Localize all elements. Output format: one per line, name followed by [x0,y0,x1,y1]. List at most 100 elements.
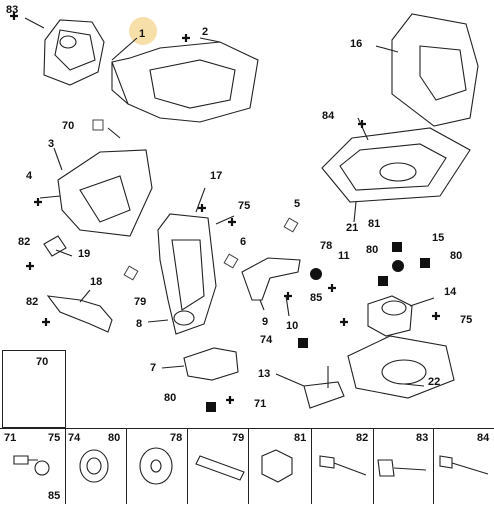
callout-2: 2 [202,26,209,38]
plus-82a [26,262,34,270]
parts-label-79: 79 [232,432,245,444]
parts-row [0,428,494,505]
plus-75b [432,312,440,320]
callout-19: 19 [78,248,91,260]
callout-18: 18 [90,276,103,288]
part-84-tray [321,127,471,203]
parts-cell-5 [248,428,311,504]
plus-17 [198,204,206,212]
callout-70: 70 [62,120,75,132]
callout-5: 5 [294,198,301,210]
plus-82b [42,318,50,326]
parts-label-78: 78 [170,432,183,444]
plus-10 [284,292,292,300]
plus-75 [228,218,236,226]
callout-10: 10 [286,320,299,332]
pin-79-icon [195,455,245,481]
parts-cell-7 [373,428,434,504]
bolt-84-icon [439,455,489,475]
callout-15: 15 [432,232,445,244]
part-3-bracket [57,149,153,237]
inset-box-70 [2,350,66,428]
callout-82b: 82 [26,296,39,308]
nut-81-icon [261,449,293,483]
part-19-clip [43,235,67,257]
plus-11 [328,284,336,292]
parts-cell-3 [126,428,187,504]
part-18-strap [46,295,113,333]
callout-79: 79 [134,296,147,308]
callout-80c: 80 [164,392,177,404]
parts-label-75: 75 [48,432,61,444]
callout-9: 9 [262,316,269,328]
callout-84: 84 [322,110,335,122]
bushing-74-icon [79,449,109,483]
marker-5-open-square [283,217,299,233]
parts-label-83: 83 [416,432,429,444]
callout-85: 85 [310,292,323,304]
part-9-link [241,257,301,301]
marker-15-dot [392,260,404,272]
callout-82a: 82 [18,236,31,248]
marker-80b-square [420,258,430,268]
callout-21: 21 [346,222,359,234]
callout-6: 6 [240,236,247,248]
marker-80a-square [378,276,388,286]
plus-71 [226,396,234,404]
callout-13: 13 [258,368,271,380]
callout-17: 17 [210,170,223,182]
marker-70-open-square [92,119,104,131]
part-16-panel [391,13,479,127]
callout-1: 1 [139,28,146,40]
callout-83: 83 [6,4,19,16]
parts-cell-4 [187,428,248,504]
parts-cell-6 [311,428,374,504]
callout-4: 4 [26,170,33,182]
callout-11: 11 [338,250,350,262]
parts-label-82: 82 [356,432,369,444]
plus-2 [182,34,190,42]
callout-81: 81 [368,218,381,230]
callout-14: 14 [444,286,457,298]
callout-7: 7 [150,362,157,374]
parts-label-84: 84 [477,432,490,444]
callout-74: 74 [260,334,273,346]
plus-83 [10,12,18,20]
callout-75b: 75 [460,314,473,326]
callout-80a: 80 [366,244,379,256]
callout-16: 16 [350,38,363,50]
callout-78: 78 [320,240,333,252]
stud-83-icon [377,459,427,477]
part-13-stud [303,381,345,409]
marker-74-square [298,338,308,348]
washer-78-icon [139,447,173,485]
part-22-plate [347,335,455,399]
parts-cell-2 [65,428,126,504]
part-8-mount [157,213,217,335]
marker-78-dot [310,268,322,280]
callout-71: 71 [254,398,267,410]
plus-84 [358,120,366,128]
bolt-71-icon [13,455,38,465]
parts-label-74: 74 [68,432,81,444]
marker-6-open-square [223,253,239,269]
parts-label-81: 81 [294,432,307,444]
callout-75: 75 [238,200,251,212]
part-7-bracket [183,347,239,381]
marker-80c-square [206,402,216,412]
parts-label-80: 80 [108,432,121,444]
parts-label-85: 85 [48,490,61,502]
plus-85 [340,318,348,326]
bolt-82-icon [319,455,367,476]
plus-4 [34,198,42,206]
parts-cell-8 [433,428,494,504]
callout-22: 22 [428,376,441,388]
nut-75-icon [34,460,50,476]
marker-79-open-square [123,265,139,281]
marker-81-square [392,242,402,252]
part-1-bracket [111,41,259,123]
callout-3: 3 [48,138,55,150]
parts-label-71: 71 [4,432,17,444]
